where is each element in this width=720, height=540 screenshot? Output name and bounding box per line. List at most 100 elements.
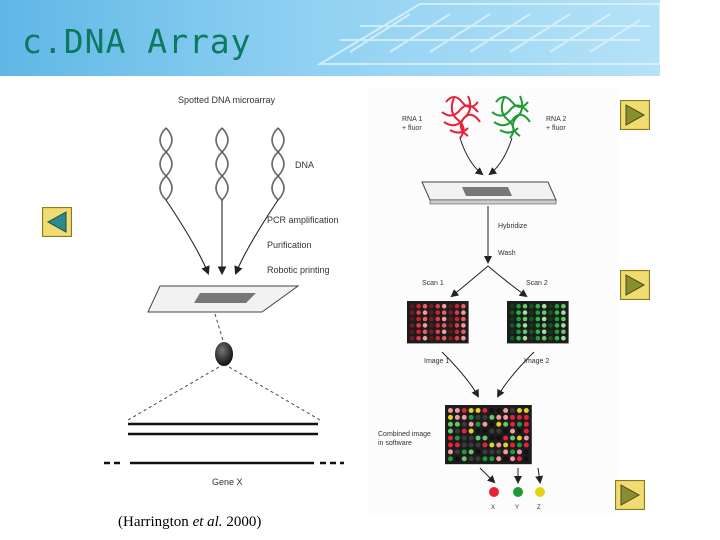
array-spot: [516, 335, 521, 341]
forward-button-2[interactable]: [620, 270, 650, 300]
array-spot: [489, 435, 495, 441]
array-spot: [468, 435, 474, 441]
array-spot: [509, 310, 515, 315]
slide-title: c.DNA Array: [22, 22, 252, 61]
array-spot: [475, 414, 481, 420]
array-spot: [561, 323, 566, 328]
process-arrows: [165, 199, 279, 276]
array-spot: [523, 414, 529, 420]
array-spot: [523, 456, 529, 462]
array-spot: [454, 407, 460, 413]
gene-x-letter: X: [491, 505, 495, 511]
array-spot: [454, 435, 460, 441]
array-spot: [561, 303, 566, 309]
array-spot: [429, 329, 434, 335]
array-spot: [510, 456, 516, 462]
array-spot: [529, 316, 534, 322]
array-spot: [441, 316, 447, 322]
array-spot: [510, 428, 516, 434]
array-spot: [422, 329, 428, 335]
array-spot: [535, 323, 541, 328]
array-spot: [535, 329, 541, 335]
array-spot: [523, 442, 529, 448]
forward-arrow-icon: [620, 270, 650, 300]
array-spot: [454, 414, 460, 420]
array-spot: [496, 421, 502, 427]
array-spot: [516, 407, 522, 413]
array-spot: [516, 435, 522, 441]
array-spot: [509, 335, 515, 341]
array-spot: [429, 310, 434, 315]
array-spot: [475, 449, 481, 455]
array-spot: [489, 442, 495, 448]
array-spot: [548, 303, 553, 309]
array-spot: [496, 414, 502, 420]
array-spot: [454, 323, 460, 328]
forward-button-3[interactable]: [615, 480, 645, 510]
hyb-slide-edge: [429, 199, 557, 205]
array-spot: [441, 335, 447, 341]
image1-label: Image 1: [424, 358, 449, 365]
array-spot: [516, 449, 522, 455]
hybridization-figure: RNA 1 + fluor RNA 2 + fluor Hybridize Wa…: [378, 95, 569, 511]
array-spot: [461, 449, 467, 455]
back-button[interactable]: [42, 207, 72, 237]
array-spot: [548, 310, 553, 315]
array-spot: [454, 456, 460, 462]
array-spot: [461, 421, 467, 427]
image2-green-grid: [507, 301, 569, 344]
array-spot: [535, 310, 541, 315]
scan2-label: Scan 2: [526, 280, 548, 287]
array-spot: [416, 310, 421, 315]
array-spot: [554, 329, 560, 335]
array-spot: [447, 414, 453, 420]
array-spot: [447, 442, 453, 448]
forward-button-1[interactable]: [620, 100, 650, 130]
array-spot: [516, 316, 521, 322]
rna1-label: RNA 1: [402, 116, 422, 123]
array-spot: [503, 407, 509, 413]
array-spot: [441, 303, 447, 309]
rna2-blob: [491, 95, 531, 139]
array-spot: [496, 407, 502, 413]
array-spot: [435, 329, 441, 335]
array-spot: [468, 442, 474, 448]
array-spot: [422, 335, 428, 341]
spotted-microarray-diagram: Spotted DNA microarray DNA PCR amplifica…: [100, 88, 365, 490]
array-spot: [541, 303, 547, 309]
array-spot: [461, 407, 467, 413]
dna-helix-1: [159, 127, 173, 201]
array-spot: [489, 456, 495, 462]
gene-x-label: Gene X: [212, 477, 243, 487]
microarray-heading: Spotted DNA microarray: [178, 95, 276, 105]
array-spot: [454, 442, 460, 448]
array-spot: [516, 428, 522, 434]
array-spot: [441, 310, 447, 315]
array-spot: [468, 407, 474, 413]
array-spot: [510, 407, 516, 413]
array-spot: [461, 303, 466, 309]
array-spot: [535, 335, 541, 341]
array-spot: [516, 303, 521, 309]
array-spot: [522, 323, 528, 328]
hybridize-label: Hybridize: [498, 223, 527, 230]
array-spot: [541, 335, 547, 341]
array-spot: [409, 303, 415, 309]
array-spot: [461, 329, 466, 335]
array-spot: [482, 421, 488, 427]
gene-z-spot: [535, 487, 545, 497]
array-spot: [489, 449, 495, 455]
array-spot: [489, 414, 495, 420]
array-spot: [529, 329, 534, 335]
array-spot: [516, 310, 521, 315]
array-spot: [503, 428, 509, 434]
combined-label: Combined image: [378, 431, 431, 438]
array-spot: [416, 329, 421, 335]
array-spot: [448, 329, 453, 335]
combined-image-grid: [445, 405, 532, 465]
array-spot: [554, 310, 560, 315]
array-spot: [510, 442, 516, 448]
array-spot: [448, 310, 453, 315]
array-spot: [529, 303, 534, 309]
array-spot: [489, 428, 495, 434]
